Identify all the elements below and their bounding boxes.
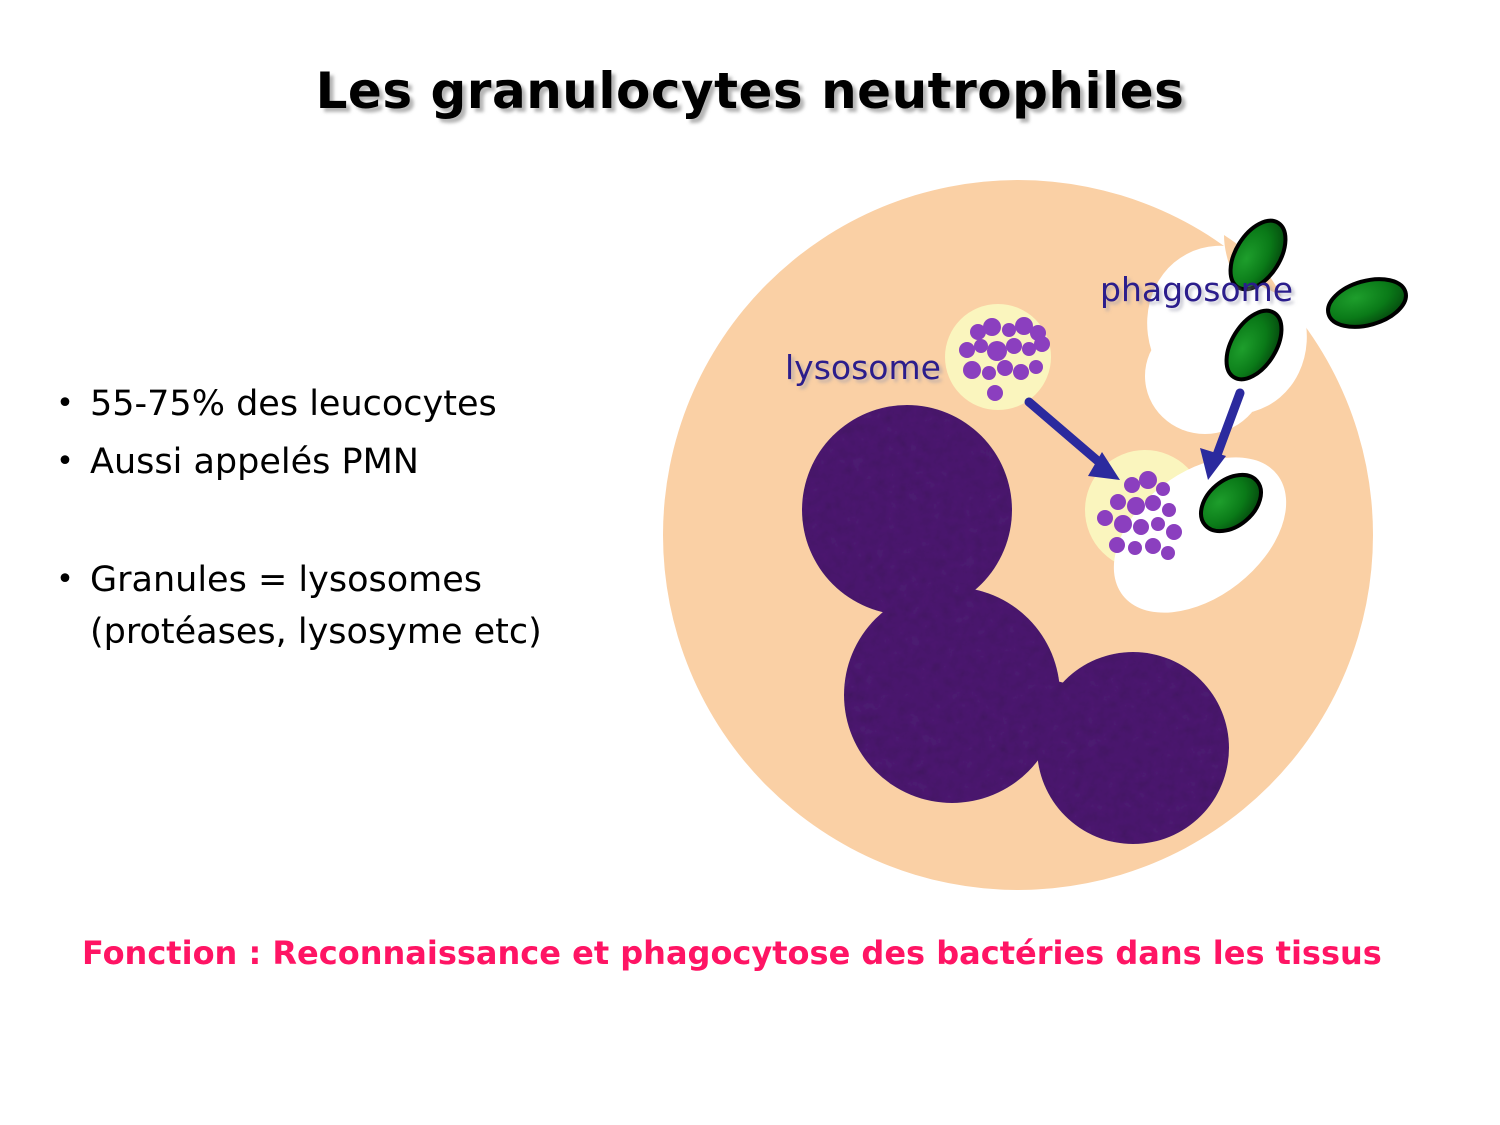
arrow-lysosome-fusion [1024,397,1120,480]
bullet-marker: • [56,444,74,479]
bacterium-digested [1199,472,1263,534]
lysosome-free [945,304,1051,410]
bullet-list: • 55-75% des leucocytes • Aussi appelés … [40,378,640,664]
phagolysosome-granules [1097,471,1182,560]
neutrophil-figure-svg [663,180,1408,890]
lysosome-granules [959,317,1050,401]
bacteria-engulfed [1224,218,1288,382]
bullet-text: Granules = lysosomes (protéases, lysosym… [90,560,542,652]
label-phagosome: phagosome [1100,270,1294,309]
bacterium-entering [1228,218,1288,292]
nucleus [802,405,1229,844]
bullet-marker: • [56,562,74,597]
bacterium-in-cup [1224,308,1284,382]
list-item: • Granules = lysosomes (protéases, lysos… [40,554,640,658]
arrow-phagosome-internalization [1200,388,1245,480]
bullet-text: Aussi appelés PMN [90,442,419,482]
label-lysosome: lysosome [785,348,941,387]
bullet-text: 55-75% des leucocytes [90,384,497,424]
page-title: Les granulocytes neutrophiles [315,62,1185,120]
list-item: • Aussi appelés PMN [40,436,640,488]
list-item: • 55-75% des leucocytes [40,378,640,430]
neutrophil-diagram: lysosome phagosome [620,180,1440,900]
function-statement: Fonction : Reconnaissance et phagocytose… [82,934,1382,972]
phagolysosome [1085,450,1287,613]
bacterium-free [1326,277,1408,329]
bullet-marker: • [56,386,74,421]
